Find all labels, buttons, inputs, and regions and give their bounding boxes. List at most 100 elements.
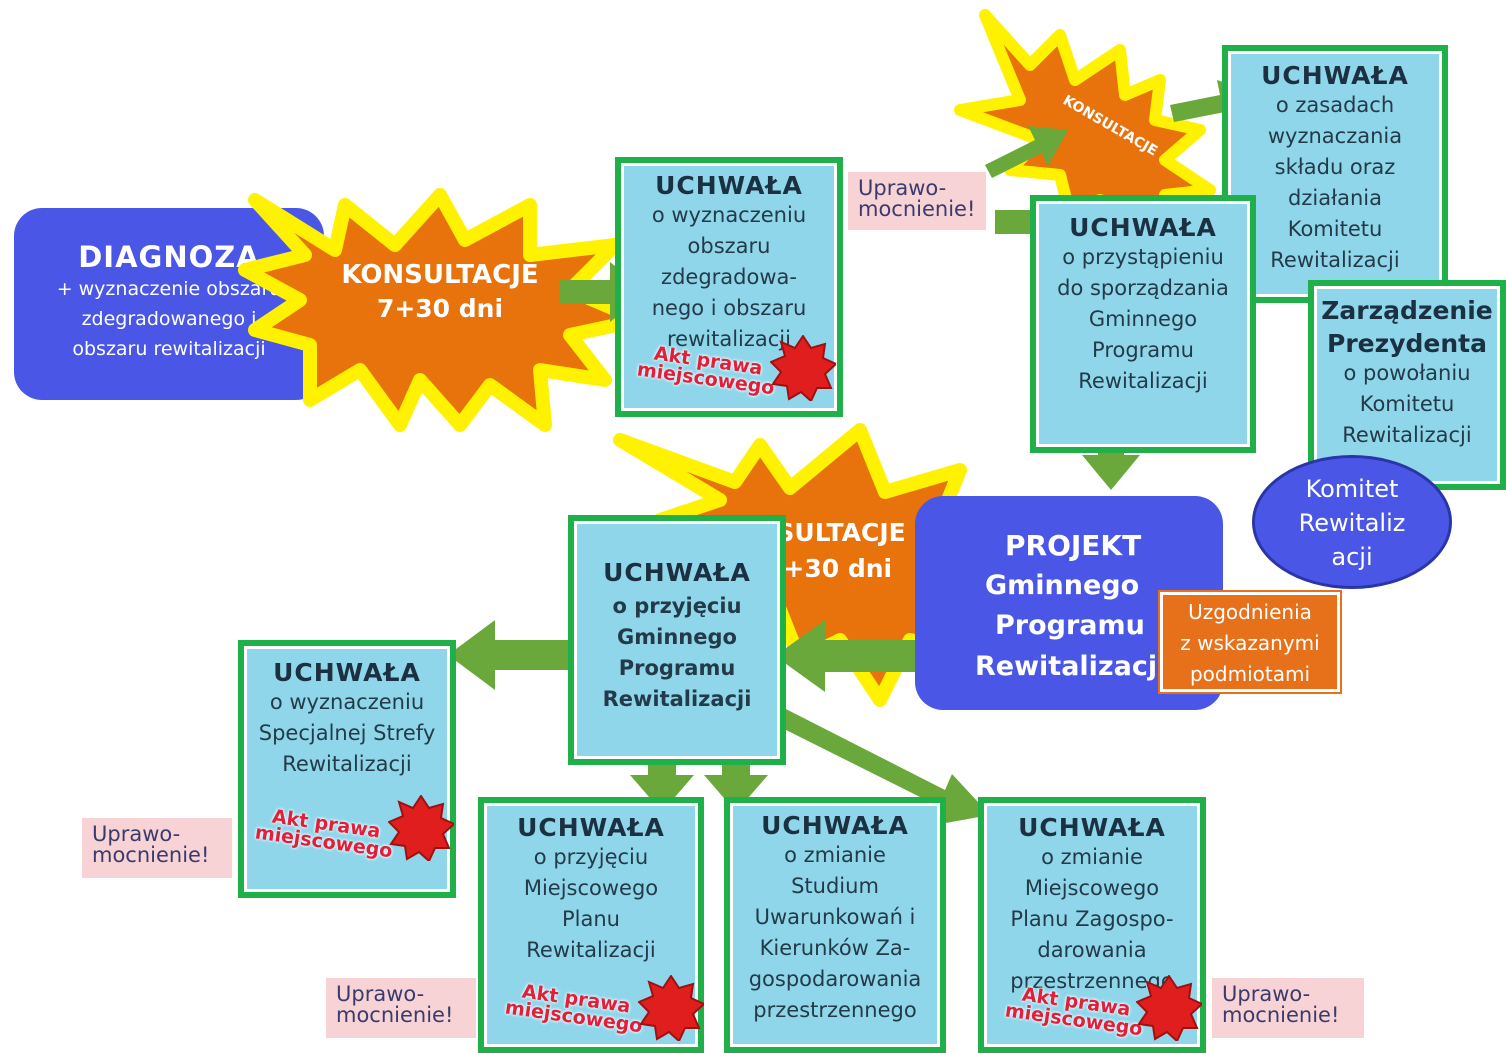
uchwala-ssr-title: UCHWAŁA (273, 658, 421, 687)
diagnoza-title: DIAGNOZA (78, 240, 260, 274)
uprawo-line1: Uprawo- (92, 822, 181, 846)
konsultacje-1-label: KONSULTACJE 7+30 dni (330, 258, 550, 326)
komitet-line: acji (1331, 543, 1373, 571)
komitet-line: Komitet (1305, 475, 1399, 503)
konsultacje-3-line2: 7+30 dni (766, 554, 893, 583)
uchwala-mpzp-line: Planu Zagospo- (1010, 907, 1174, 931)
zarzadzenie-title2: Prezydenta (1327, 329, 1487, 358)
uchwala-komitet-line: składu oraz (1274, 155, 1396, 179)
diagnoza-line2: zdegradowanego i (81, 308, 257, 330)
uchwala-obszar-line: o wyznaczeniu (651, 203, 807, 227)
uchwala-mpr-line: Miejscowego (523, 876, 659, 900)
uchwala-mpr-line: Rewitalizacji (526, 938, 656, 962)
uchwala-ssr-line: o wyznaczeniu (269, 690, 425, 714)
uchwala-studium-card: UCHWAŁA o zmianie Studium Uwarunkowań i … (724, 797, 946, 1053)
uchwala-przystapienie-line: Programu (1092, 338, 1194, 362)
uchwala-gpr-title-text: UCHWAŁA (603, 558, 751, 587)
projekt-line2: Gminnego (985, 570, 1140, 601)
uprawo-line2: mocnienie! (1222, 1003, 1340, 1027)
uchwala-gpr-line: o przyjęciu (612, 594, 742, 618)
uchwala-studium-line: gospodarowania (748, 967, 922, 991)
uchwala-komitet-line: Komitetu (1287, 217, 1383, 241)
diagnoza-box: DIAGNOZA + wyznaczenie obszaru zdegradow… (14, 208, 324, 400)
zarzadzenie-line: o powołaniu (1343, 361, 1471, 385)
uchwala-komitet-card: UCHWAŁA o zasadach wyznaczania składu or… (1222, 45, 1448, 303)
uchwala-mpr-line: o przyjęciu (533, 845, 649, 869)
uchwala-obszar-line: obszaru (687, 234, 771, 258)
arrow-to-uchwala-ssr (448, 620, 570, 690)
zarzadzenie-line: Rewitalizacji (1342, 423, 1472, 447)
uzgodnienia-line: z wskazanymi (1180, 631, 1320, 655)
uchwala-studium-line: Uwarunkowań i (754, 905, 916, 929)
konsultacje-1-line1: KONSULTACJE (341, 260, 539, 290)
uchwala-studium-line: przestrzennego (753, 998, 917, 1022)
uchwala-obszar-line: zdegradowa- (661, 265, 797, 289)
uchwala-mpr-title: UCHWAŁA (517, 813, 665, 842)
seal-icon (638, 975, 704, 1041)
uchwala-komitet-line: działania (1288, 186, 1382, 210)
uprawomocnienie-label-4: Uprawo- mocnienie! (1212, 978, 1364, 1038)
uchwala-studium-line: Studium (791, 874, 879, 898)
arrow-to-konsultacje-2 (985, 126, 1068, 178)
uchwala-mpzp-line: darowania (1037, 938, 1147, 962)
uchwala-komitet-line: o zasadach (1275, 93, 1395, 117)
uchwala-przystapienie-line: o przystąpieniu (1062, 245, 1224, 269)
uprawo-line2: mocnienie! (336, 1003, 454, 1027)
uchwala-obszar-line: rewitalizacji (667, 327, 791, 351)
uprawomocnienie-label-3: Uprawo- mocnienie! (326, 978, 476, 1038)
projekt-line3: Programu (995, 610, 1145, 641)
uchwala-przystapienie-line: Gminnego (1088, 307, 1198, 331)
uchwala-obszar-line: nego i obszaru (651, 296, 807, 320)
uchwala-mpzp-line: Miejscowego (1024, 876, 1160, 900)
uchwala-komitet-line: Rewitalizacji (1270, 248, 1400, 272)
uchwala-mpr-card: UCHWAŁA o przyjęciu Miejscowego Planu Re… (478, 797, 704, 1053)
uchwala-komitet-title: UCHWAŁA (1261, 61, 1409, 90)
uchwala-mpr-line: Planu (562, 907, 620, 931)
projekt-line4: Rewitalizacji (975, 651, 1167, 682)
diagnoza-line3: obszaru rewitalizacji (72, 338, 266, 360)
uchwala-studium-line: o zmianie (784, 843, 886, 867)
uprawomocnienie-label-2: Uprawo- mocnienie! (82, 818, 232, 878)
komitet-oval: Komitet Rewitaliz acji (1252, 455, 1452, 589)
uprawo-line2: mocnienie! (858, 197, 976, 221)
komitet-line: Rewitaliz (1298, 509, 1406, 537)
uchwala-gpr-text: UCHWAŁA o przyjęciu Gminnego Programu Re… (568, 555, 786, 715)
uchwala-ssr-card: UCHWAŁA o wyznaczeniu Specjalnej Strefy … (238, 640, 456, 898)
konsultacje-burst-1 (238, 188, 647, 432)
zarzadzenie-title1: Zarządzenie (1321, 296, 1493, 325)
uprawo-line1: Uprawo- (1222, 982, 1311, 1006)
uprawomocnienie-label-1: Uprawo- mocnienie! (848, 172, 986, 230)
diagnoza-line1: + wyznaczenie obszaru (56, 278, 282, 300)
uprawo-line1: Uprawo- (858, 176, 947, 200)
uchwala-gpr-line: Rewitalizacji (602, 687, 752, 711)
uchwala-studium-title: UCHWAŁA (761, 811, 909, 840)
arrow-to-uchwala-gpr (775, 620, 915, 692)
seal-icon (770, 335, 836, 401)
uzgodnienia-line: Uzgodnienia (1188, 600, 1312, 624)
uchwala-przystapienie-card: UCHWAŁA o przystąpieniu do sporządzania … (1030, 195, 1256, 453)
uchwala-komitet-line: wyznaczania (1267, 124, 1403, 148)
uchwala-przystapienie-title: UCHWAŁA (1069, 213, 1217, 242)
uchwala-obszar-title: UCHWAŁA (655, 171, 803, 200)
uchwala-ssr-line: Rewitalizacji (282, 752, 412, 776)
uzgodnienia-box: Uzgodnienia z wskazanymi podmiotami (1160, 592, 1340, 692)
uchwala-gpr-card (568, 515, 786, 765)
uchwala-przystapienie-line: do sporządzania (1057, 276, 1229, 300)
uzgodnienia-line: podmiotami (1189, 662, 1311, 686)
uchwala-gpr-line: Gminnego (617, 625, 737, 649)
uchwala-ssr-line: Specjalnej Strefy (258, 721, 436, 745)
projekt-line1: PROJEKT (1005, 529, 1142, 562)
seal-icon (1136, 975, 1202, 1041)
uchwala-studium-line: Kierunków Za- (759, 936, 911, 960)
seal-icon (388, 795, 454, 861)
uprawo-line1: Uprawo- (336, 982, 425, 1006)
uprawo-line2: mocnienie! (92, 843, 210, 867)
konsultacje-1-line2: 7+30 dni (376, 294, 504, 323)
zarzadzenie-card: Zarządzenie Prezydenta o powołaniu Komit… (1308, 280, 1506, 490)
uchwala-przystapienie-line: Rewitalizacji (1078, 369, 1208, 393)
uchwala-mpzp-title: UCHWAŁA (1018, 813, 1166, 842)
uchwala-gpr-line: Programu (618, 656, 736, 680)
uchwala-mpzp-line: o zmianie (1041, 845, 1143, 869)
zarzadzenie-line: Komitetu (1359, 392, 1455, 416)
